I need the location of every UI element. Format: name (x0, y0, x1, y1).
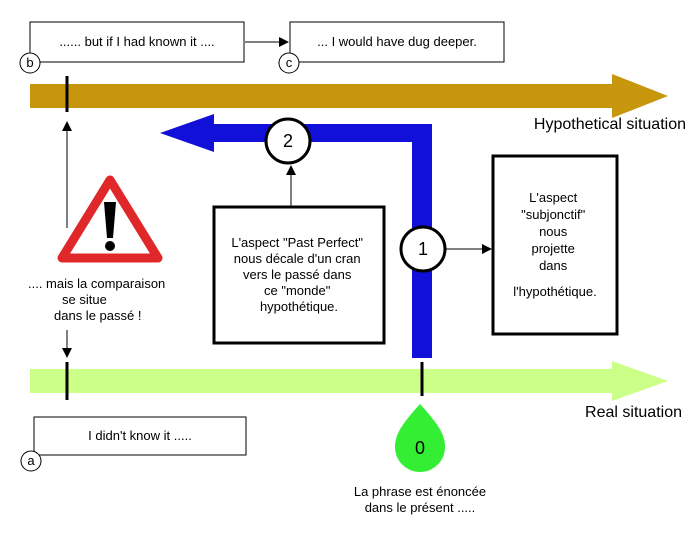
past-perfect-line-2: nous décale d'un cran (234, 251, 361, 266)
present-drop (395, 404, 445, 472)
past-perfect-line-3: vers le passé dans (243, 267, 352, 282)
marker-c (278, 52, 300, 74)
past-perfect-line-5: hypothétique. (260, 299, 338, 314)
marker-2 (264, 117, 312, 165)
marker-2-label: 2 (283, 131, 293, 151)
marker-b-label: b (26, 55, 33, 70)
hypothetical-timeline-arrow (30, 74, 668, 118)
past-perfect-line-1: L'aspect "Past Perfect" (231, 235, 363, 250)
real-label: Real situation (585, 404, 682, 421)
box-a (33, 416, 247, 456)
hypothetical-label: Hypothetical situation (534, 116, 686, 133)
phrase-line-1: La phrase est énoncée (353, 484, 487, 499)
real-timeline-arrow (30, 361, 668, 401)
marker-a-label: a (27, 453, 35, 468)
marker-c-label: c (286, 55, 293, 70)
comparison-line-1: .... mais la comparaison (28, 276, 166, 291)
box-c (289, 21, 505, 63)
comparison-note: .... mais la comparaison se situe dans l… (14, 276, 194, 324)
marker-1 (399, 225, 447, 273)
warning-icon (57, 175, 163, 263)
shift-arrow (160, 114, 432, 358)
comparison-line-3: dans le passé ! (54, 308, 142, 323)
marker-a (20, 450, 42, 472)
subjonctif-line-4: projette (532, 241, 575, 256)
comparison-line-2: se situe (62, 292, 107, 307)
subjonctif-line-3: nous (539, 224, 568, 239)
subjonctif-line-2: "subjonctif" (521, 207, 586, 222)
box-b (29, 21, 245, 63)
past-perfect-line-4: ce "monde" (264, 283, 331, 298)
marker-0-label: 0 (415, 438, 425, 458)
subjonctif-line-6: l'hypothétique. (513, 284, 596, 299)
phrase-line-2: dans le présent ..... (364, 500, 476, 515)
box-b-text: ...... but if I had known it .... (59, 34, 214, 49)
past-perfect-text: L'aspect "Past Perfect" nous décale d'un… (231, 235, 366, 314)
box-a-text: I didn't know it ..... (88, 428, 192, 443)
marker-1-label: 1 (418, 239, 428, 259)
subjonctif-text: L'aspect "subjonctif" nous projette dans… (513, 190, 596, 299)
marker-b (19, 52, 41, 74)
box-c-text: ... I would have dug deeper. (317, 34, 477, 49)
phrase-note: La phrase est énoncée dans le présent ..… (330, 484, 510, 516)
past-perfect-box (212, 205, 386, 345)
subjonctif-box (491, 154, 619, 336)
subjonctif-line-1: L'aspect (529, 190, 577, 205)
subjonctif-line-5: dans (539, 258, 568, 273)
